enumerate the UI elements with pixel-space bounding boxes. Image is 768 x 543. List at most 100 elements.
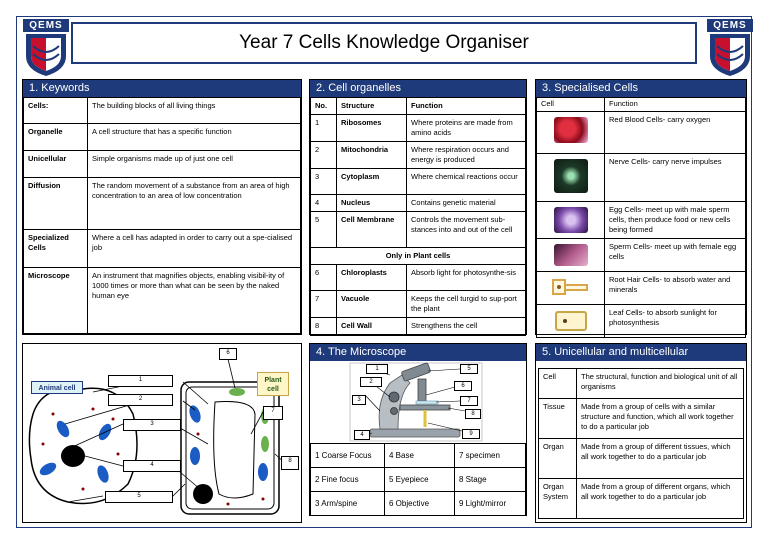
- school-crest-right: QEMS: [707, 19, 753, 77]
- keywords-table: Cells:The building blocks of all living …: [23, 97, 301, 334]
- keyword-definition: The random movement of a substance from …: [87, 177, 301, 230]
- cell-function: Leaf Cells- to absorb sunlight for photo…: [604, 304, 746, 338]
- microscope-part: 8 Stage: [454, 467, 526, 492]
- microscope-label-2: 2: [360, 377, 382, 387]
- column-header: Function: [604, 97, 746, 112]
- microscope-part: 9 Light/mirror: [454, 491, 526, 516]
- cell-function: Nerve Cells- carry nerve impulses: [604, 153, 746, 202]
- plant-cell-label: Plant cell: [257, 372, 289, 396]
- organelle-function: Where proteins are made from amino acids: [406, 114, 526, 142]
- cell-function: Sperm Cells- meet up with female egg cel…: [604, 238, 746, 272]
- organelle-function: Where respiration occurs and energy is p…: [406, 141, 526, 169]
- cell-function: Root Hair Cells- to absorb water and min…: [604, 271, 746, 305]
- organelle-number: 4: [310, 194, 337, 212]
- cell-diagram: [28, 358, 287, 515]
- animal-cell-label: Animal cell: [31, 381, 83, 394]
- mitochondria-icon: [258, 463, 268, 481]
- diagram-label-8: 8: [281, 456, 299, 470]
- cell-image: [536, 153, 605, 202]
- organelle-function: Strengthens the cell: [406, 317, 526, 336]
- organelle-number: 6: [310, 264, 337, 291]
- animal-nucleus-icon: [61, 445, 85, 467]
- organelle-function: Contains genetic material: [406, 194, 526, 212]
- microscope-label-1: 1: [366, 364, 388, 374]
- microscope-part: 7 specimen: [454, 443, 526, 468]
- sperm-cell-icon: [553, 244, 588, 266]
- microscope-icon: [349, 362, 483, 442]
- table-row: Nerve Cells- carry nerve impulses: [536, 153, 746, 202]
- diagram-label-1: 1: [108, 375, 173, 387]
- organelle-structure: Cytoplasm: [336, 168, 407, 195]
- plant-nucleus-icon: [193, 484, 213, 504]
- logo-text: QEMS: [707, 19, 753, 32]
- cell-image: [536, 271, 605, 305]
- table-row: Root Hair Cells- to absorb water and min…: [536, 271, 746, 305]
- column-header: Structure: [336, 97, 407, 115]
- level-definition: Made from a group of different organs, w…: [576, 478, 744, 519]
- keyword-definition: A cell structure that has a specific fun…: [87, 123, 301, 151]
- table-row: Egg Cells- meet up with male sperm cells…: [536, 201, 746, 239]
- unicellular-heading: 5. Unicellular and multicellular: [536, 344, 746, 361]
- organelle-number: 7: [310, 290, 337, 318]
- organelle-function: Controls the movement sub-stances into a…: [406, 211, 526, 248]
- table-header-row: Cell Function: [536, 97, 746, 112]
- organelle-structure: Cell Membrane: [336, 211, 407, 248]
- keyword-term: Diffusion: [23, 177, 88, 230]
- mitochondria-icon: [189, 405, 201, 423]
- cell-image: [536, 201, 605, 239]
- red-blood-cell-icon: [553, 117, 588, 143]
- organelles-heading: 2. Cell organelles: [310, 80, 526, 97]
- microscope-panel: 4. The Microscope 1 2 3 4 5 6: [309, 343, 527, 516]
- organelle-number: 8: [310, 317, 337, 336]
- organelle-function: Keeps the cell turgid to sup-port the pl…: [406, 290, 526, 318]
- diagram-label-6: 6: [219, 348, 237, 360]
- organelle-number: 3: [310, 168, 337, 195]
- keywords-heading: 1. Keywords: [23, 80, 301, 97]
- level-term: Organ System: [538, 478, 577, 519]
- organelle-number: 1: [310, 114, 337, 142]
- organelle-structure: Cell Wall: [336, 317, 407, 336]
- microscope-part: 1 Coarse Focus: [310, 443, 385, 468]
- table-row: Sperm Cells- meet up with female egg cel…: [536, 238, 746, 272]
- chloroplast-icon: [229, 388, 245, 396]
- microscope-part: 6 Objective: [384, 491, 455, 516]
- organelle-structure: Vacuole: [336, 290, 407, 318]
- mitochondria-icon: [56, 420, 70, 438]
- cell-function: Red Blood Cells- carry oxygen: [604, 111, 746, 154]
- page-title: Year 7 Cells Knowledge Organiser: [239, 32, 529, 53]
- leaf-cell-icon: [554, 311, 587, 331]
- microscope-part: 3 Arm/spine: [310, 491, 385, 516]
- keyword-term: Microscope: [23, 267, 88, 334]
- specialised-heading: 3. Specialised Cells: [536, 80, 746, 97]
- specialised-table: Cell Function Red Blood Cells- carry oxy…: [536, 97, 746, 338]
- school-crest-left: QEMS: [23, 19, 69, 77]
- microscope-part: 2 Fine focus: [310, 467, 385, 492]
- microscope-heading: 4. The Microscope: [310, 344, 526, 361]
- cell-diagram-panel: Animal cell Plant cell 1 2 3 4 5 6 7 8: [22, 343, 302, 523]
- microscope-label-8: 8: [465, 409, 481, 419]
- table-header-row: No. Structure Function: [310, 97, 526, 115]
- mitochondria-icon: [39, 462, 57, 476]
- logo-text: QEMS: [23, 19, 69, 32]
- crest-shield-icon: [26, 34, 66, 76]
- root-hair-cell-icon: [551, 279, 588, 295]
- column-header: Cell: [536, 97, 605, 112]
- keywords-panel: 1. Keywords Cells:The building blocks of…: [22, 79, 302, 335]
- organelle-function: Where chemical reactions occur: [406, 168, 526, 195]
- mitochondria-icon: [97, 465, 109, 483]
- table-row: Red Blood Cells- carry oxygen: [536, 111, 746, 154]
